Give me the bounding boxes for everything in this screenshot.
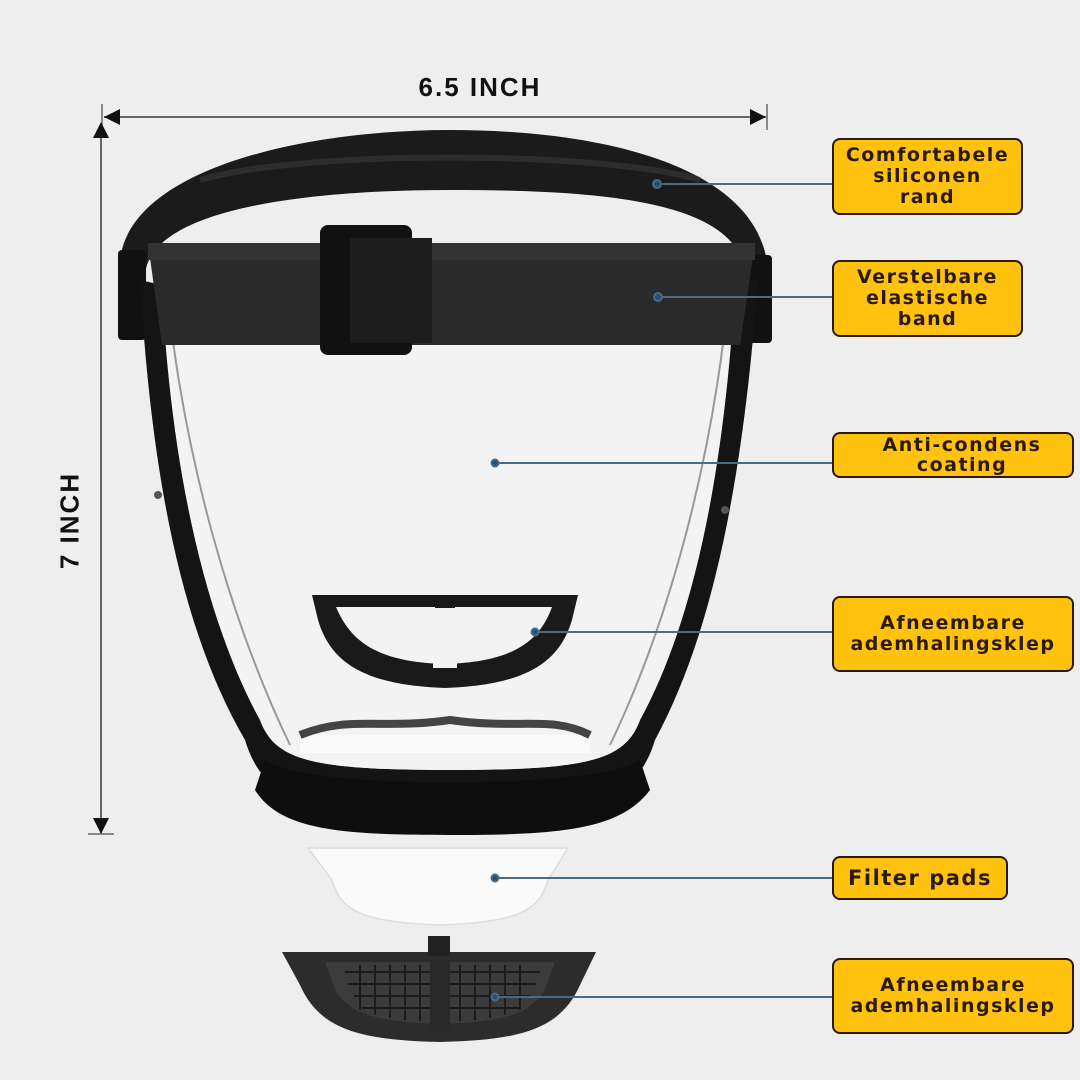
callout-filter-pads: Filter pads — [832, 856, 1008, 900]
callout-line: Afneembare — [880, 974, 1026, 996]
callout-line: ademhalingsklep — [850, 633, 1056, 655]
callout-line: Anti-condens — [882, 434, 1042, 456]
callout-line: ademhalingsklep — [850, 995, 1056, 1017]
valve-cover — [282, 936, 596, 1042]
callout-breathing-valve-1: Afneembare ademhalingsklep — [832, 596, 1074, 672]
callout-line: rand — [899, 186, 956, 208]
callout-line: Verstelbare — [857, 266, 998, 288]
callout-elastic-band: Verstelbare elastische band — [832, 260, 1023, 337]
callout-line: Afneembare — [880, 612, 1026, 634]
callout-line: Comfortabele — [845, 144, 1010, 166]
callout-breathing-valve-2: Afneembare ademhalingsklep — [832, 958, 1074, 1034]
height-dimension-label: 7 INCH — [54, 471, 85, 570]
breathing-valve-frame — [312, 595, 578, 688]
elastic-band — [148, 225, 755, 355]
face-shield-frame — [140, 280, 758, 835]
callout-line: band — [897, 308, 958, 330]
leader-lines — [490, 179, 832, 1002]
filter-pad — [306, 847, 570, 926]
callout-line: coating — [916, 454, 1008, 476]
width-dimension-label: 6.5 INCH — [418, 72, 542, 102]
callout-silicone-rim: Comfortabele siliconen rand — [832, 138, 1023, 215]
callout-line: elastische — [865, 287, 990, 309]
callout-line: siliconen — [873, 165, 982, 187]
callout-anti-fog: Anti-condens coating — [832, 432, 1074, 478]
width-dimension-line — [101, 104, 768, 130]
height-dimension-line — [88, 122, 114, 835]
callout-line: Filter pads — [848, 865, 992, 890]
